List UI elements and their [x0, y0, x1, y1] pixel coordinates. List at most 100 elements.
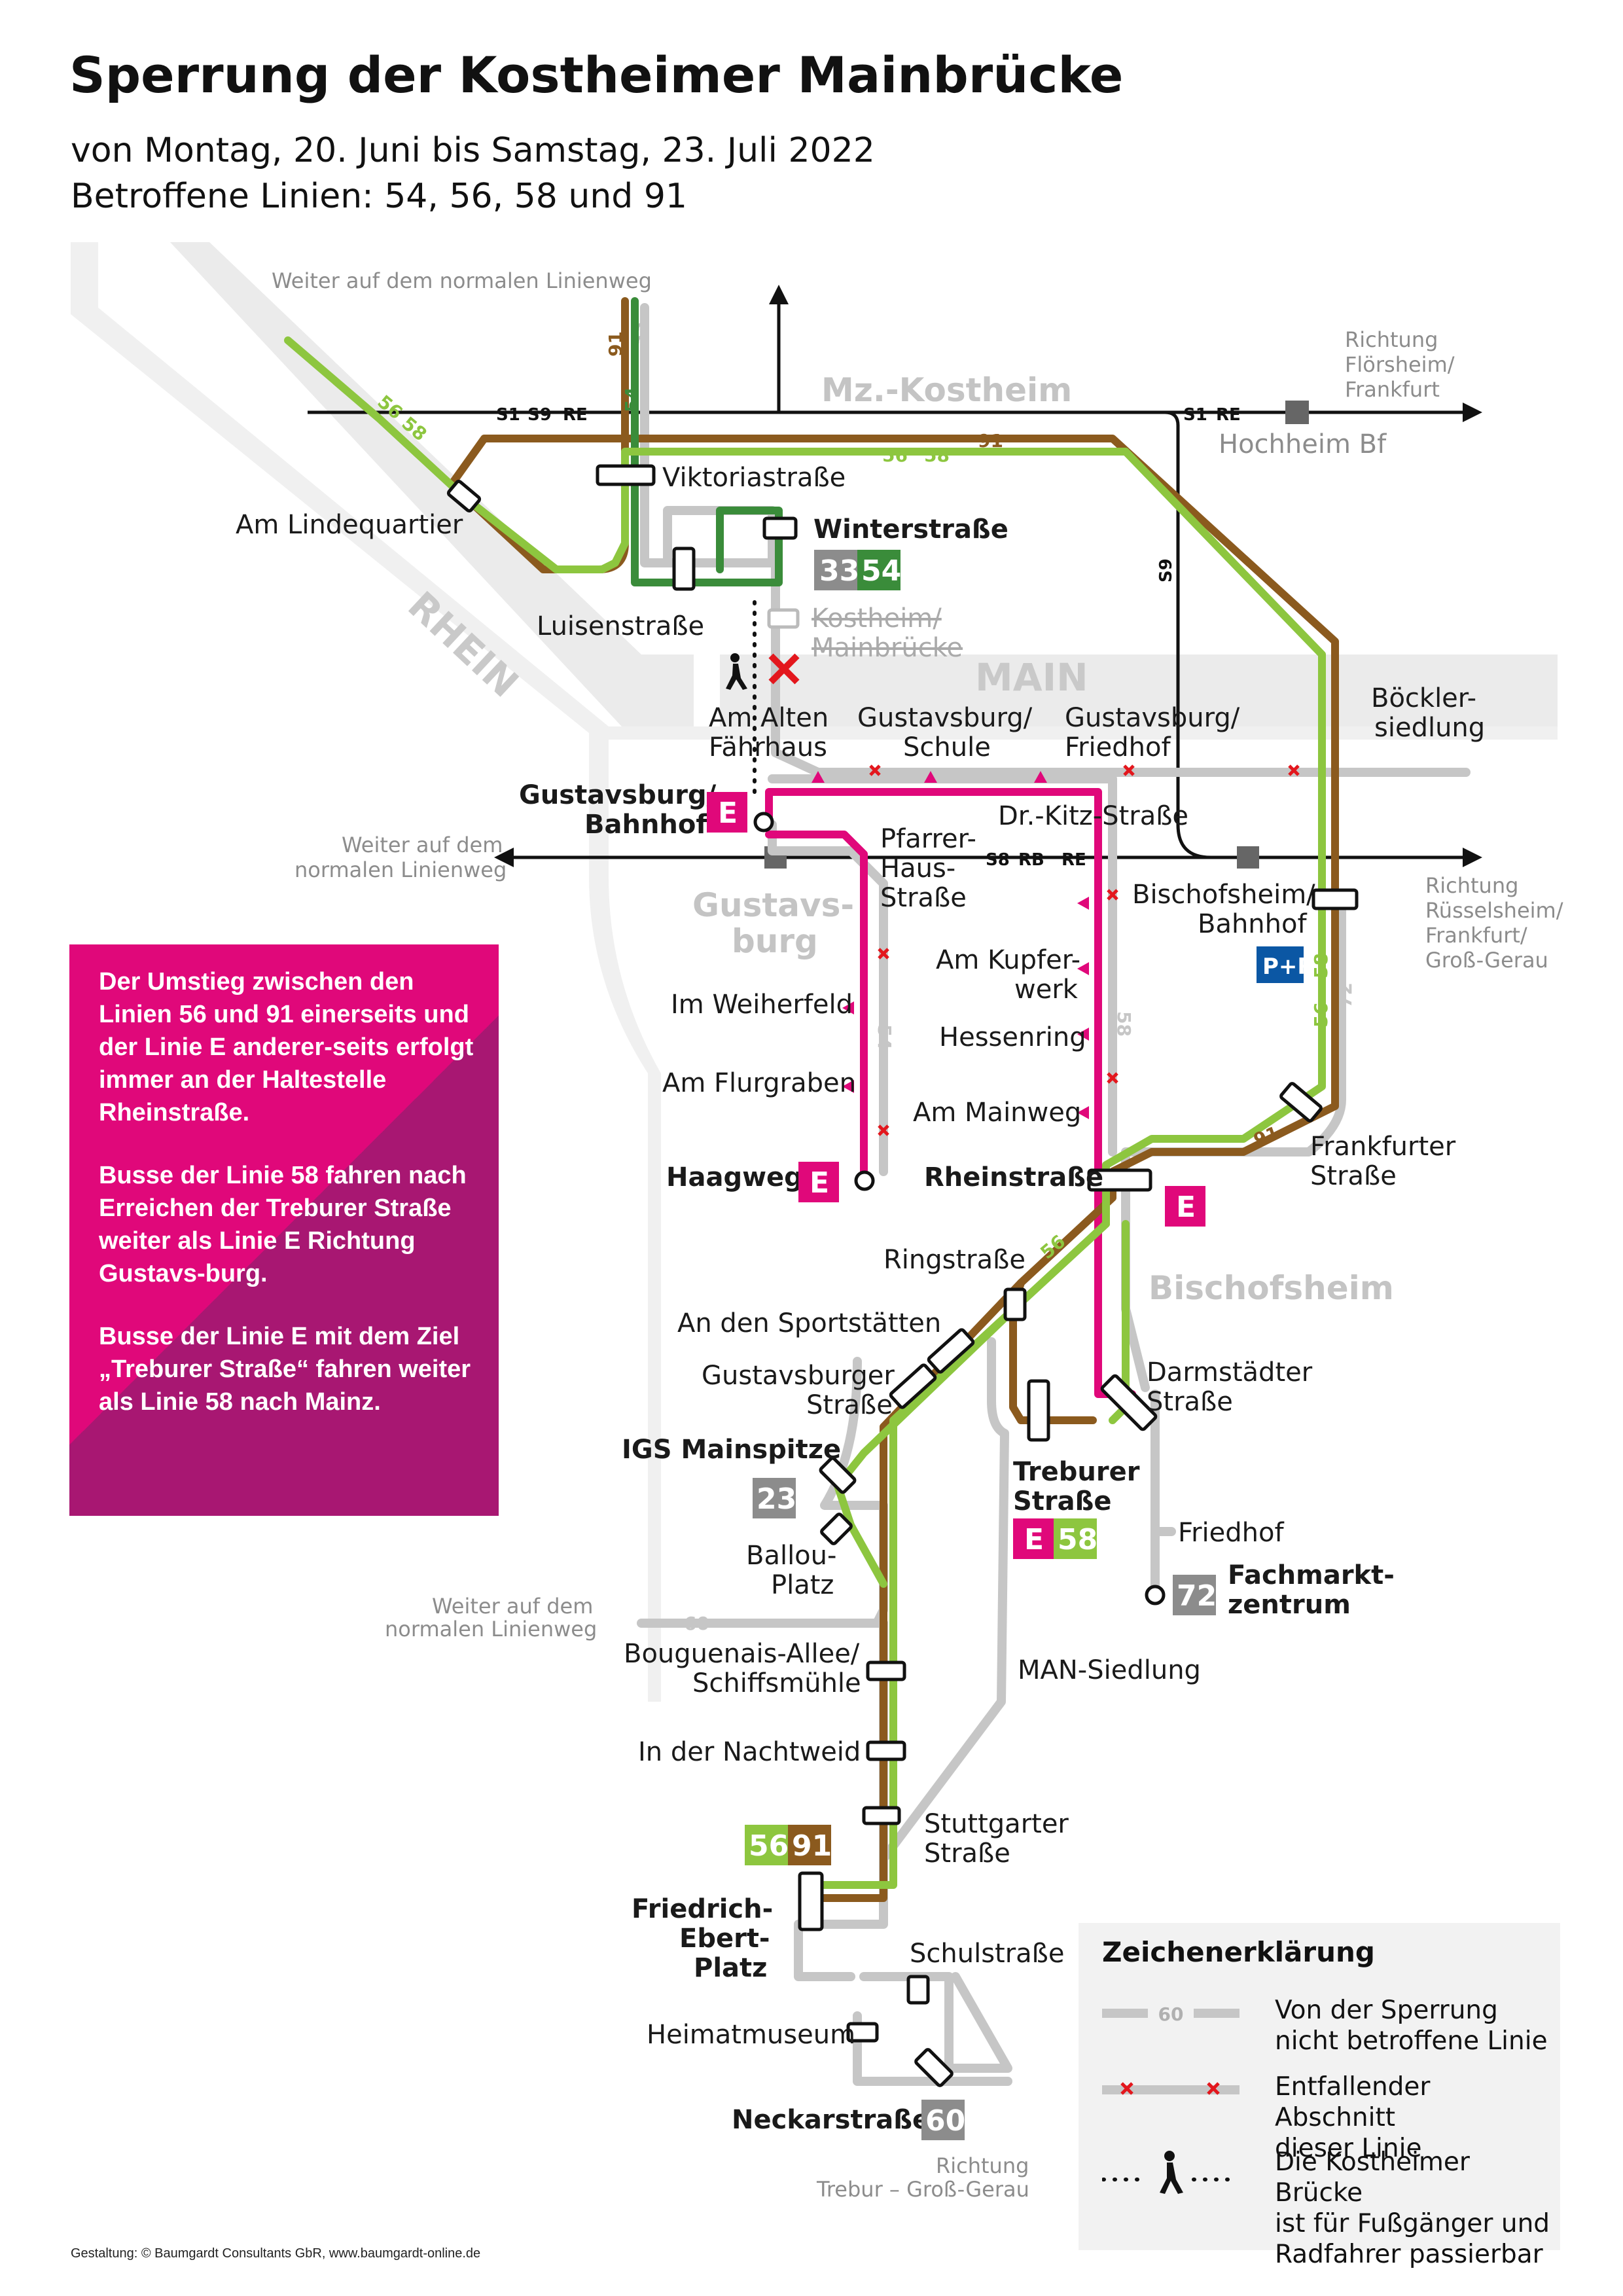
stop-pfarrer-2: Haus- [880, 853, 955, 884]
stop-viktoriastrasse: Viktoriastraße [662, 463, 846, 493]
line-man-siedlung [879, 1337, 1009, 1863]
note-ruesselsheim-2: Rüsselsheim/ [1425, 898, 1563, 923]
stop-ballou-1: Ballou- [746, 1541, 836, 1571]
line-58-gustavsburg [768, 774, 1117, 1157]
note-south-2: normalen Linienweg [385, 1617, 597, 1641]
town-gustavsburg-1: Gustavs- [692, 886, 854, 924]
line-num-91-top: 91 [978, 430, 1003, 452]
legend: Zeichenerklärung 60 Von der Sperrung nic… [1079, 1923, 1560, 2269]
legend-text-3a: Die Kostheimer Brücke [1275, 2147, 1470, 2208]
line-num-60: 60 [684, 1613, 709, 1634]
badge-60: 60 [925, 2104, 965, 2138]
note-ruesselsheim-3: Frankfurt/ [1425, 923, 1527, 948]
rail-label-rb: RB [1018, 850, 1044, 870]
stop-bisch-bahnhof-2: Bahnhof [1198, 909, 1307, 939]
page-title: Sperrung der Kostheimer Mainbrücke [69, 46, 1124, 104]
line-num-58-grey: 58 [1113, 1011, 1135, 1037]
stop-am-flurgraben: Am Flurgraben [662, 1068, 856, 1098]
legend-item-unaffected: 60 Von der Sperrung nicht betroffene Lin… [1102, 1994, 1554, 2059]
rail-label-s8: S8 [986, 850, 1010, 870]
stop-dr-kitz-strasse: Dr.-Kitz-Straße [998, 801, 1188, 831]
line-23-route [820, 1357, 888, 1628]
terminus-haagweg [854, 1170, 875, 1191]
badge-e-treburer: E [1024, 1523, 1044, 1556]
stop-am-mainweg: Am Mainweg [913, 1098, 1081, 1128]
info-transfer: Der Umstieg zwischen den Linien 56 und 9… [99, 968, 474, 1126]
rail-label-s9-vertical: S9 [1156, 558, 1176, 583]
stop-gus-schule-1: Gustavsburg/ [857, 703, 1033, 733]
stop-man-siedlung: MAN-Siedlung [1018, 1655, 1201, 1685]
rail-lines [308, 285, 1482, 867]
line-num-54-grey: 54 [874, 1024, 895, 1050]
badge-e-haagweg: E [810, 1166, 829, 1200]
stop-fachmarkt-1: Fachmarkt- [1228, 1560, 1395, 1590]
road-main-corridor [71, 242, 661, 1702]
stop-kupferwerk-2: werk [1014, 975, 1079, 1005]
badge-e-rheinstrasse: E [1176, 1191, 1196, 1224]
cancelled-markers [869, 764, 1300, 1136]
badge-54: 54 [861, 554, 901, 588]
stop-fachmarkt-2: zentrum [1228, 1590, 1351, 1620]
stop-an-den-sportstaetten: An den Sportstätten [677, 1308, 941, 1338]
stop-gus-friedhof-1: Gustavsburg/ [1065, 703, 1240, 733]
note-south-1: Weiter auf dem [432, 1594, 593, 1619]
park-and-ride-label: P+R [1262, 954, 1315, 980]
stop-stuttgarter-2: Straße [924, 1839, 1010, 1869]
stop-kostheim-bruecke-1: Kostheim/ [812, 603, 942, 634]
rail-label-re-c: RE [1061, 850, 1086, 870]
note-ruesselsheim-4: Groß-Gerau [1425, 948, 1548, 973]
line-56-igs [834, 1220, 1110, 1588]
rail-label-re-a: RE [563, 405, 588, 425]
rail-label-s9: S9 [527, 405, 552, 425]
terminus-gustavsburg-bahnhof [753, 812, 774, 833]
stop-markers [446, 464, 1359, 2087]
terminus-fachmarktzentrum [1145, 1585, 1166, 1605]
stop-darmstaedter-2: Straße [1147, 1387, 1233, 1417]
station-hochheim-icon [1285, 401, 1309, 424]
badge-91: 91 [792, 1829, 832, 1863]
rhein-river [71, 242, 694, 726]
affected-lines: Betroffene Linien: 54, 56, 58 und 91 [71, 177, 687, 216]
town-kostheim: Mz.-Kostheim [821, 371, 1072, 409]
stop-schulstrasse: Schulstraße [910, 1939, 1064, 1969]
note-floersheim-3: Frankfurt [1345, 377, 1440, 402]
stop-gusburger-1: Gustavsburger [702, 1361, 895, 1391]
stop-ringstrasse: Ringstraße [883, 1245, 1026, 1275]
note-west-1: Weiter auf dem [342, 833, 503, 857]
info-line-e: Busse der Linie E mit dem Ziel „Treburer… [99, 1323, 471, 1416]
stop-am-lindequartier: Am Lindequartier [236, 510, 463, 540]
station-bischofsheim-icon [1237, 846, 1259, 869]
stop-gusburger-2: Straße [806, 1390, 893, 1420]
line-54-gustavsburg [768, 820, 888, 1176]
town-gustavsburg-2: burg [732, 922, 818, 960]
legend-text-2b: dieser Linie [1275, 2134, 1422, 2163]
stop-bisch-bahnhof-1: Bischofsheim/ [1132, 880, 1315, 910]
note-trebur-1: Richtung [936, 2153, 1029, 2178]
main-river [720, 655, 1558, 726]
stop-rheinstrasse: Rheinstraße [924, 1162, 1103, 1193]
unaffected-lines [637, 303, 1471, 2086]
stop-luisenstrasse: Luisenstraße [537, 611, 704, 641]
date-range: von Montag, 20. Juni bis Samstag, 23. Ju… [71, 131, 875, 170]
stop-gus-bahnhof-2: Bahnhof [584, 810, 707, 840]
stop-fep-1: Friedrich- [632, 1894, 773, 1924]
stop-faehrhaus-1: Am Alten [709, 703, 829, 733]
badge-58-treburer: 58 [1058, 1523, 1097, 1556]
note-north: Weiter auf dem normalen Linienweg [272, 268, 652, 293]
stop-gus-friedhof-2: Friedhof [1065, 732, 1171, 762]
stop-darmstaedter-1: Darmstädter [1147, 1357, 1313, 1388]
stop-boeckler-2: siedlung [1374, 713, 1485, 743]
stop-pfarrer-3: Straße [880, 883, 967, 913]
stop-im-weiherfeld: Im Weiherfeld [671, 990, 853, 1020]
rail-label-s1-a: S1 [496, 405, 520, 425]
note-trebur-2: Trebur – Groß-Gerau [816, 2177, 1029, 2202]
closed-bridge-cross-icon [768, 653, 800, 685]
stop-bouguenais-1: Bouguenais-Allee/ [624, 1639, 860, 1669]
stop-hochheim-bf: Hochheim Bf [1219, 429, 1387, 459]
note-ruesselsheim-1: Richtung [1425, 873, 1518, 898]
legend-cancelled-line-icon [1102, 2082, 1240, 2095]
badge-33: 33 [819, 554, 859, 588]
line-num-54-vert: 54 [621, 387, 643, 412]
stop-neckarstrasse: Neckarstraße [732, 2105, 930, 2135]
